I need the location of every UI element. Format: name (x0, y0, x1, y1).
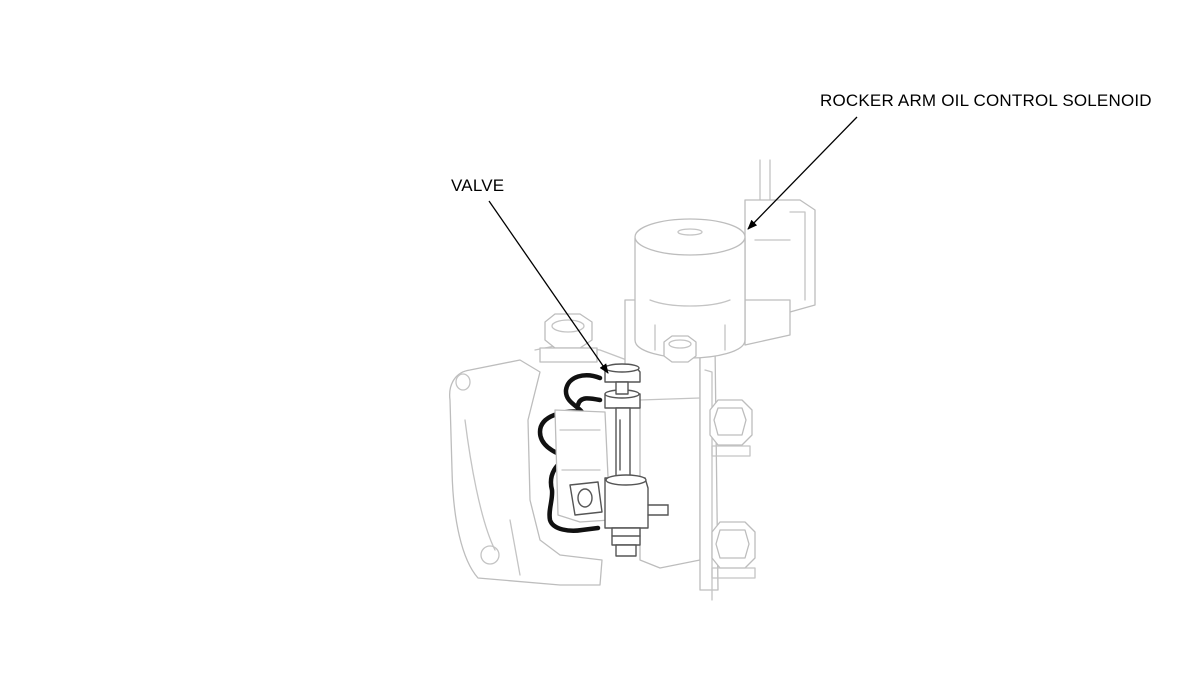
mounting-bolt-middle-right (709, 399, 753, 457)
mounting-bolt-upper-left (539, 313, 598, 363)
cylinder-head-housing (449, 344, 641, 586)
solenoid-leader-line (747, 116, 858, 230)
mounting-bolt-lower-right (711, 521, 756, 579)
rocker-arm-oil-control-solenoid (634, 218, 746, 359)
solenoid-connector (744, 159, 816, 346)
spool-valve (604, 363, 669, 557)
oil-passage-plate (554, 409, 611, 523)
valve-leader-line (488, 200, 609, 374)
solenoid-callout-label: ROCKER ARM OIL CONTROL SOLENOID (820, 91, 1152, 110)
valve-callout-label: VALVE (451, 176, 505, 195)
solenoid-flange-bolt (663, 335, 697, 363)
